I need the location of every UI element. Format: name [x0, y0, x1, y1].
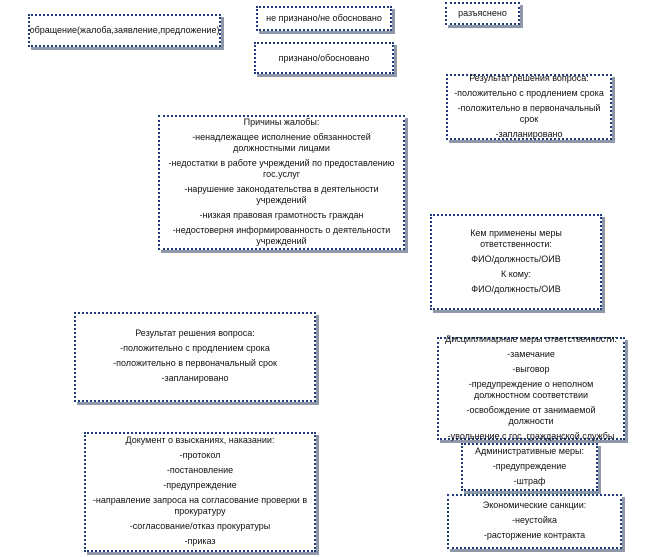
- document-item: -протокол: [179, 450, 221, 460]
- reasons-item: -нарушение законодательства в деятельнос…: [184, 183, 379, 205]
- reasons-item: -недостатки в работе учреждений по предо…: [168, 157, 395, 179]
- document-item: -согласование/отказ прокуратуры: [129, 521, 271, 531]
- appeal-box: обращение(жалоба,заявление,предложение): [28, 14, 221, 47]
- result-top-item: -запланировано: [495, 128, 563, 139]
- disciplinary-item: -освобождение от занимаемой должности: [466, 404, 596, 426]
- result-top-item: -положительно с продлением срока: [454, 87, 604, 98]
- economic-item: -неустойка: [512, 515, 557, 525]
- document-item: -постановление: [166, 465, 234, 475]
- reasons-box: Причины жалобы: -ненадлежащее исполнение…: [158, 115, 405, 250]
- economic-item: -расторжение контракта: [483, 530, 586, 540]
- reasons-item: -недостоверня информированность о деятел…: [172, 224, 391, 246]
- result-top-box: Результат решения вопроса: -положительно…: [446, 72, 612, 140]
- reasons-item: -низкая правовая грамотность граждан: [199, 209, 364, 220]
- responsibility-box: Кем применены меры ответственности: ФИО/…: [430, 214, 602, 310]
- document-box: Документ о взысканиях, наказании: -прото…: [84, 432, 316, 552]
- disciplinary-item: -замечание: [507, 348, 555, 359]
- disciplinary-title: Дисциплинарные меры ответственности:: [445, 333, 617, 344]
- economic-title: Экономические санкции:: [482, 500, 587, 510]
- not-recognized-box: не признано/не обосновано: [256, 6, 392, 31]
- reasons-item: -ненадлежащее исполнение обязанностей до…: [192, 131, 371, 153]
- result-bottom-title: Результат решения вопроса:: [135, 328, 255, 338]
- appeal-label: обращение(жалоба,заявление,предложение): [29, 25, 220, 35]
- result-bottom-item: -запланировано: [161, 373, 229, 383]
- administrative-box: Административные меры: -предупреждение -…: [461, 443, 598, 491]
- result-top-item: -положительно в первоначальный срок: [457, 102, 601, 124]
- administrative-item: -штраф: [513, 475, 546, 486]
- document-item: -направление запроса на согласование про…: [92, 495, 308, 516]
- result-top-title: Результат решения вопроса:: [469, 72, 589, 83]
- recognized-label: признано/обосновано: [278, 52, 370, 63]
- responsibility-to-whom-label: К кому:: [500, 268, 532, 279]
- explained-box: разъяснено: [445, 2, 520, 25]
- explained-label: разъяснено: [458, 8, 507, 18]
- responsibility-to-whom: ФИО/должность/ОИВ: [471, 283, 561, 294]
- reasons-title: Причины жалобы:: [243, 116, 320, 127]
- disciplinary-item: -предупреждение о неполном должностном с…: [468, 378, 594, 400]
- disciplinary-item: -увольнение с гос. гражданской службы: [447, 430, 615, 441]
- document-item: -предупреждение: [163, 480, 237, 490]
- recognized-box: признано/обосновано: [254, 42, 394, 74]
- result-bottom-item: -положительно в первоначальный срок: [113, 358, 277, 368]
- disciplinary-box: Дисциплинарные меры ответственности: -за…: [437, 333, 625, 441]
- administrative-title: Административные меры:: [475, 445, 584, 456]
- economic-box: Экономические санкции: -неустойка -расто…: [447, 494, 622, 549]
- administrative-item: -предупреждение: [492, 460, 567, 471]
- not-recognized-label: не признано/не обосновано: [266, 13, 382, 23]
- document-title: Документ о взысканиях, наказании:: [125, 435, 275, 445]
- responsibility-who: ФИО/должность/ОИВ: [471, 253, 561, 264]
- responsibility-title: Кем применены меры ответственности:: [470, 227, 562, 249]
- document-item: -приказ: [184, 536, 216, 546]
- disciplinary-item: -выговор: [512, 363, 550, 374]
- result-bottom-box: Результат решения вопроса: -положительно…: [74, 312, 316, 402]
- result-bottom-item: -положительно с продлением срока: [120, 343, 270, 353]
